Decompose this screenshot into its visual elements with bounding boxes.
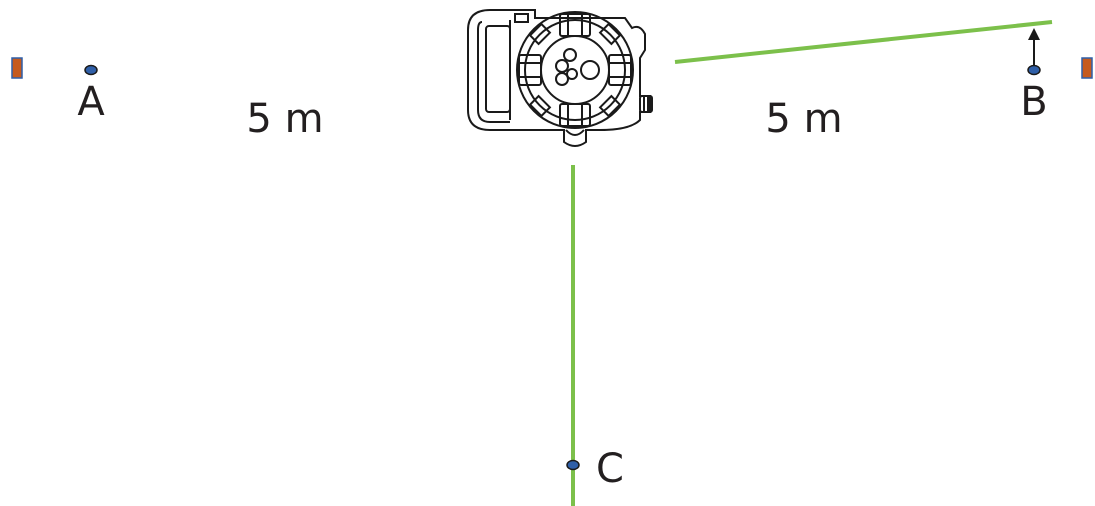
point-b-marker [1027,64,1041,76]
cross-line-laser-level-icon [467,9,653,147]
distance-left-label: 5 m [246,96,323,142]
arrow-up-icon [1028,28,1040,66]
distance-right-label: 5 m [765,96,842,142]
point-c-label: C [596,446,624,492]
right-wall-marker [1081,57,1093,79]
point-a-label: A [77,79,105,125]
point-b-label: B [1020,79,1047,125]
left-wall-marker [11,57,23,79]
laser-line-right [674,20,1053,64]
point-c-marker [566,459,580,471]
point-a-marker [84,64,98,76]
